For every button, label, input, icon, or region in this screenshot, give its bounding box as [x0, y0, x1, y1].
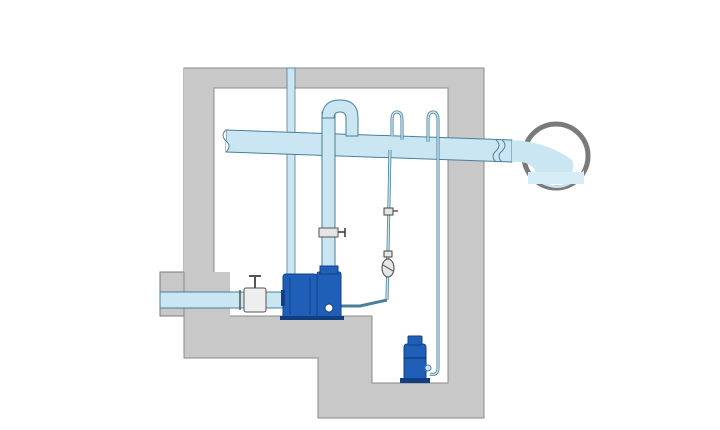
check-valve	[318, 227, 339, 238]
culvert-outflow	[512, 140, 574, 182]
pipe-break-right	[492, 139, 500, 163]
right-wall	[448, 68, 484, 418]
vertical-discharge-pipe	[321, 111, 336, 283]
structure-outline-outer	[183, 67, 485, 419]
pipe-break-left	[222, 129, 230, 153]
sump-pipe-inner	[427, 111, 439, 376]
submersible-pump-top	[407, 335, 423, 346]
pump-flange	[281, 290, 285, 306]
pump-motor-cap	[319, 265, 339, 275]
outer-wall	[184, 68, 484, 88]
dry-pit-pump	[282, 273, 318, 319]
left-wall	[184, 68, 214, 272]
flow-meter-cap	[383, 250, 393, 258]
pump-gauge	[324, 303, 334, 313]
inlet-pipe	[159, 291, 287, 309]
submersible-pump-base	[400, 378, 430, 383]
culvert-pool	[528, 172, 584, 184]
u-bend	[321, 99, 359, 137]
small-pipe-to-pump	[340, 298, 388, 308]
submersible-pump-outlet	[424, 364, 432, 372]
small-valve	[383, 207, 394, 216]
structure-outline-inner	[213, 87, 449, 384]
flow-meter-mark	[382, 264, 394, 272]
gate-valve	[243, 287, 267, 313]
vent-pipe	[286, 67, 296, 279]
small-pressure-pipe-inner	[391, 111, 403, 140]
submersible-pump	[403, 343, 427, 381]
pump-base	[280, 316, 344, 320]
pipe-break-right-2	[498, 139, 506, 163]
pit-left-wall	[318, 316, 372, 418]
